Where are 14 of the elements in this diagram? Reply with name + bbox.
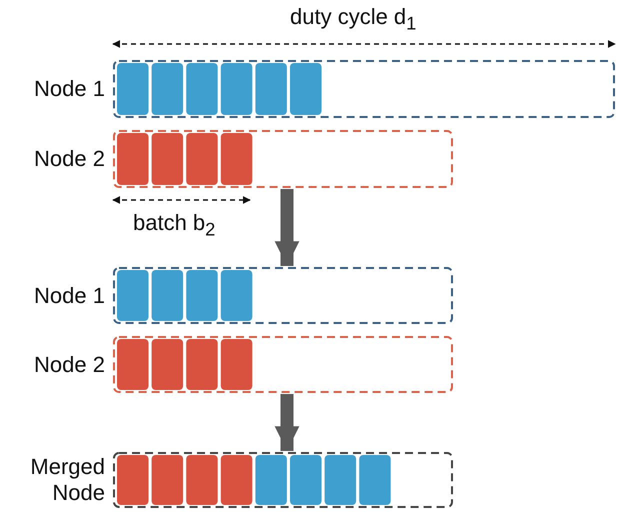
node-label: Node 1 [33, 76, 105, 102]
arrow [274, 394, 300, 451]
dashed-bar [113, 336, 453, 393]
node-label: Node 1 [33, 282, 105, 308]
dashed-bar [113, 60, 615, 118]
dashed-bar [113, 130, 453, 188]
dashed-bar [113, 452, 453, 508]
dashed-bar [113, 267, 453, 324]
dimension-label: batch b$_{2}$ [133, 210, 216, 240]
node-label: Merged Node [29, 454, 105, 506]
node-label: Node 2 [33, 146, 105, 172]
node-label: Node 2 [33, 352, 105, 378]
dimension-label: duty cycle d$_{1}$ [290, 4, 416, 34]
arrow [274, 189, 300, 266]
